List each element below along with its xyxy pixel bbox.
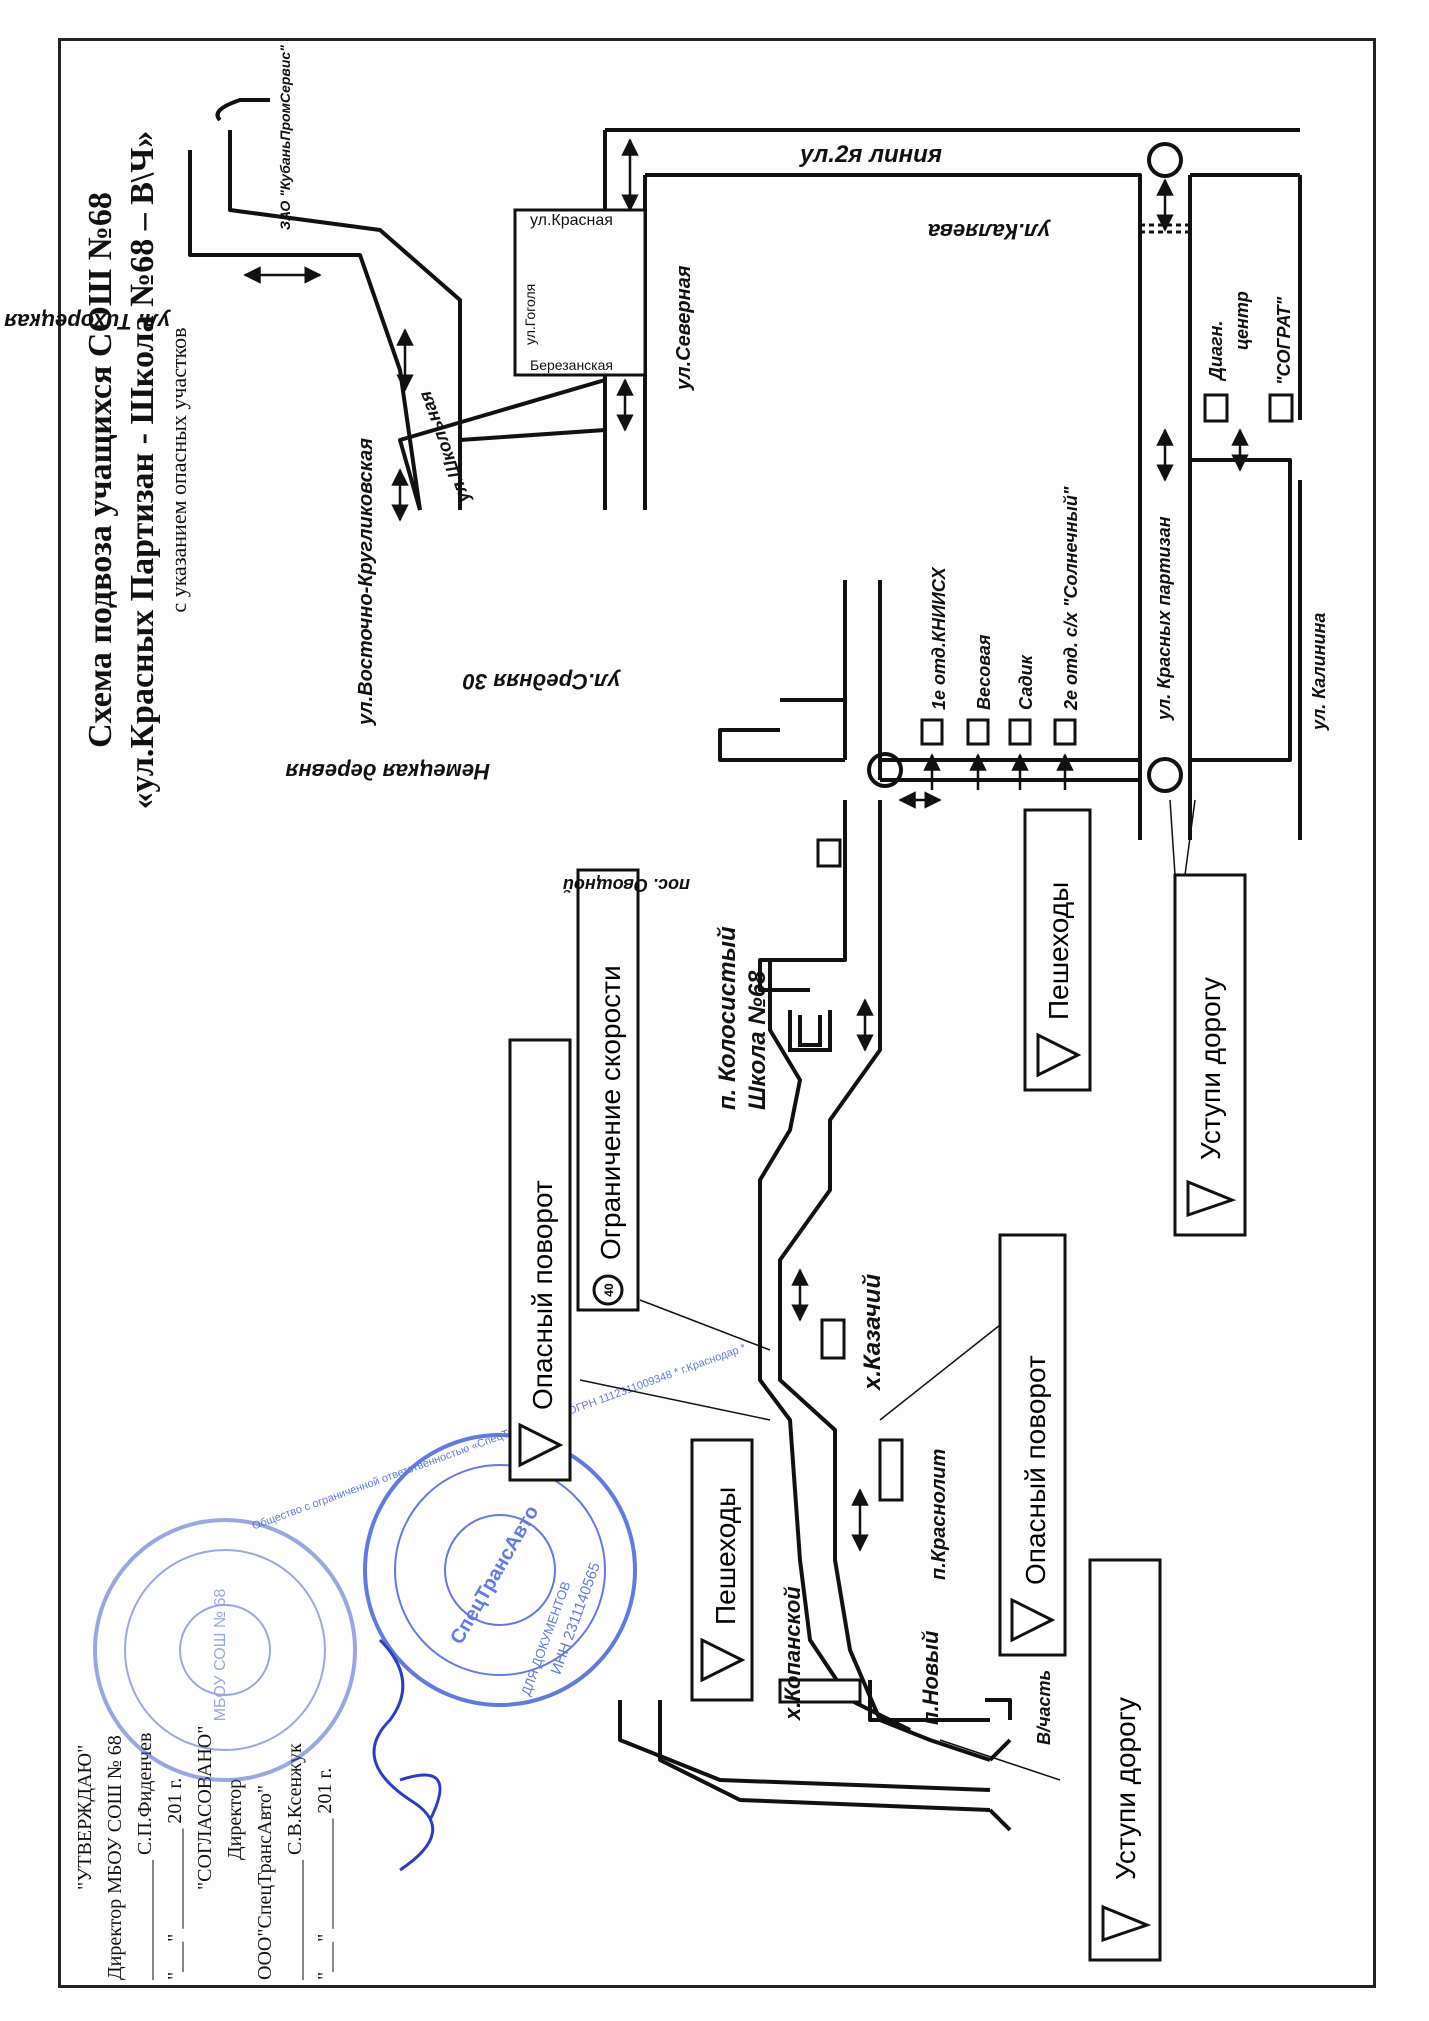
- street-vostochno: ул.Восточно-Кругликовская: [355, 438, 377, 726]
- street-tikhoretskaya: ул. Тихорецкая: [4, 309, 171, 334]
- roundabout-mid: [867, 752, 903, 788]
- place-kazachiy: х.Казачий: [859, 1274, 886, 1392]
- roads: [188, 98, 1302, 1832]
- pedestrian-triangle-icon: [700, 1637, 746, 1683]
- roundabouts: [867, 142, 1183, 793]
- warning-triangle-icon: [518, 1422, 564, 1468]
- stamp-company-outer: Общество с ограниченной ответственностью…: [251, 1342, 748, 1533]
- sign-dangerous-turn-1: Опасный поворот: [508, 1038, 572, 1482]
- place-stop1: 1е отд.КНИИСХ: [929, 566, 949, 710]
- street-liniya2: ул.2я линия: [799, 141, 942, 168]
- stamp-company-inner: СпецТрансАвто: [446, 1502, 543, 1648]
- place-school: Школа №68: [744, 970, 771, 1110]
- give-way-triangle-icon-2: [1101, 1904, 1152, 1943]
- stop-marker-1: [920, 718, 944, 746]
- sign-give-way-1-label: Уступи дорогу: [1195, 977, 1226, 1160]
- sign-give-way-2-label: Уступи дорогу: [1110, 1697, 1141, 1880]
- sign-give-way-1: Уступи дорогу: [1173, 873, 1247, 1237]
- sign-dangerous-turn-1-label: Опасный поворот: [527, 1180, 558, 1410]
- speed-limit-value: 40: [602, 1283, 616, 1297]
- give-way-triangle-icon: [1186, 1179, 1237, 1218]
- sign-leader-lines: [579, 799, 1196, 1781]
- stop-marker-4: [1053, 718, 1077, 746]
- place-kolanskoy: х.Копанской: [780, 1586, 805, 1721]
- stop-markers: [513, 208, 1294, 1704]
- page-border: [58, 38, 1376, 1988]
- place-noviy: п.Новый: [918, 1630, 943, 1725]
- direction-arrows: [243, 138, 1249, 1552]
- sign-pedestrians-2: Пешеходы: [1023, 808, 1092, 1092]
- stop-marker-ovoshnoy: [816, 838, 842, 868]
- roundabout-top: [1147, 142, 1183, 178]
- place-stop4: 2е отд. с/х "Солнечный": [1061, 486, 1081, 711]
- stop-marker-sograt: [1268, 393, 1294, 423]
- street-kalyaeva: ул.Каляева: [928, 219, 1051, 244]
- place-diagn: Диагн.: [1206, 321, 1226, 382]
- street-kalinina: ул. Калинина: [1309, 613, 1329, 731]
- place-sograt: "СОГРАТ": [1274, 296, 1294, 385]
- signature: [372, 1638, 442, 1872]
- stamp-school: МБОУ СОШ № 68: [93, 1518, 357, 1782]
- school-building: [788, 1010, 832, 1052]
- sign-give-way-2: Уступи дорогу: [1088, 1558, 1162, 1962]
- sign-dangerous-turn-2: Опасный поворот: [998, 1233, 1067, 1657]
- place-nemetskaya: Немецкая деревня: [285, 759, 490, 784]
- place-stop2: Весовая: [974, 634, 994, 710]
- stop-marker-kazachiy: [820, 1318, 846, 1360]
- place-vchast: В/часть: [1034, 1670, 1054, 1745]
- pedestrian-triangle-icon-2: [1036, 1032, 1082, 1078]
- street-srednyaya: ул.Средняя 30: [462, 669, 621, 694]
- sign-speed-limit-label: Ограничение скорости: [595, 965, 626, 1260]
- place-kolosisty: п. Колосистый: [714, 926, 741, 1110]
- sign-pedestrians-2-label: Пешеходы: [1043, 882, 1074, 1020]
- stop-arrows: [923, 753, 1074, 790]
- speed-limit-icon: [592, 1274, 624, 1306]
- street-severnaya: ул.Северная: [673, 265, 695, 391]
- street-shkolnaya: ул.Школьная: [415, 388, 474, 506]
- sign-pedestrians-1-label: Пешеходы: [710, 1487, 741, 1625]
- place-ovoshnoy: пос. Овощной: [563, 875, 690, 895]
- sign-pedestrians-1: Пешеходы: [690, 1438, 754, 1702]
- street-krasnyh-partizan: ул. Красных партизан: [1154, 516, 1174, 721]
- place-kubanprom: ЗАО "КубаньПромСервис": [277, 45, 293, 230]
- place-centr: центр: [1232, 291, 1252, 350]
- sign-dangerous-turn-2-label: Опасный поворот: [1020, 1355, 1051, 1585]
- stop-marker-kolanskoy: [778, 1678, 862, 1704]
- street-krasnaya: ул.Красная: [530, 212, 613, 229]
- warning-triangle-icon-2: [1010, 1597, 1056, 1643]
- stop-marker-diagn: [1203, 393, 1229, 423]
- street-gogolya: ул.Гоголя: [522, 284, 538, 345]
- place-stop3: Садик: [1016, 654, 1036, 710]
- street-bereznaya: Березанская: [530, 357, 613, 373]
- roundabout-bottom: [1147, 757, 1183, 793]
- stamp-school-text: МБОУ СОШ № 68: [212, 1589, 229, 1722]
- sign-speed-limit: 40 Ограничение скорости: [576, 868, 640, 1312]
- block-krasnaya: [513, 208, 647, 377]
- stop-marker-3: [1008, 718, 1032, 746]
- stop-marker-2: [966, 718, 990, 746]
- stop-marker-krasnolit: [878, 1438, 904, 1502]
- place-krasnolit: п.Краснолит: [928, 1449, 950, 1580]
